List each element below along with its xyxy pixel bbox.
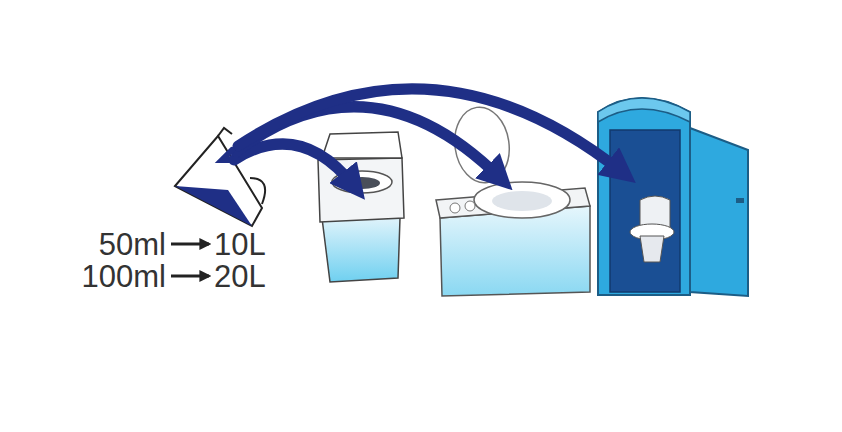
dosing-arrows (222, 89, 622, 186)
ratio-arrows (171, 244, 209, 276)
ratio-label: 20L (214, 261, 266, 292)
ratio-label: 50ml (99, 229, 166, 260)
portable-cabin (598, 98, 748, 296)
ratio-label: 10L (214, 229, 266, 260)
portable-toilet (318, 132, 404, 282)
ratio-label: 100ml (82, 261, 166, 292)
